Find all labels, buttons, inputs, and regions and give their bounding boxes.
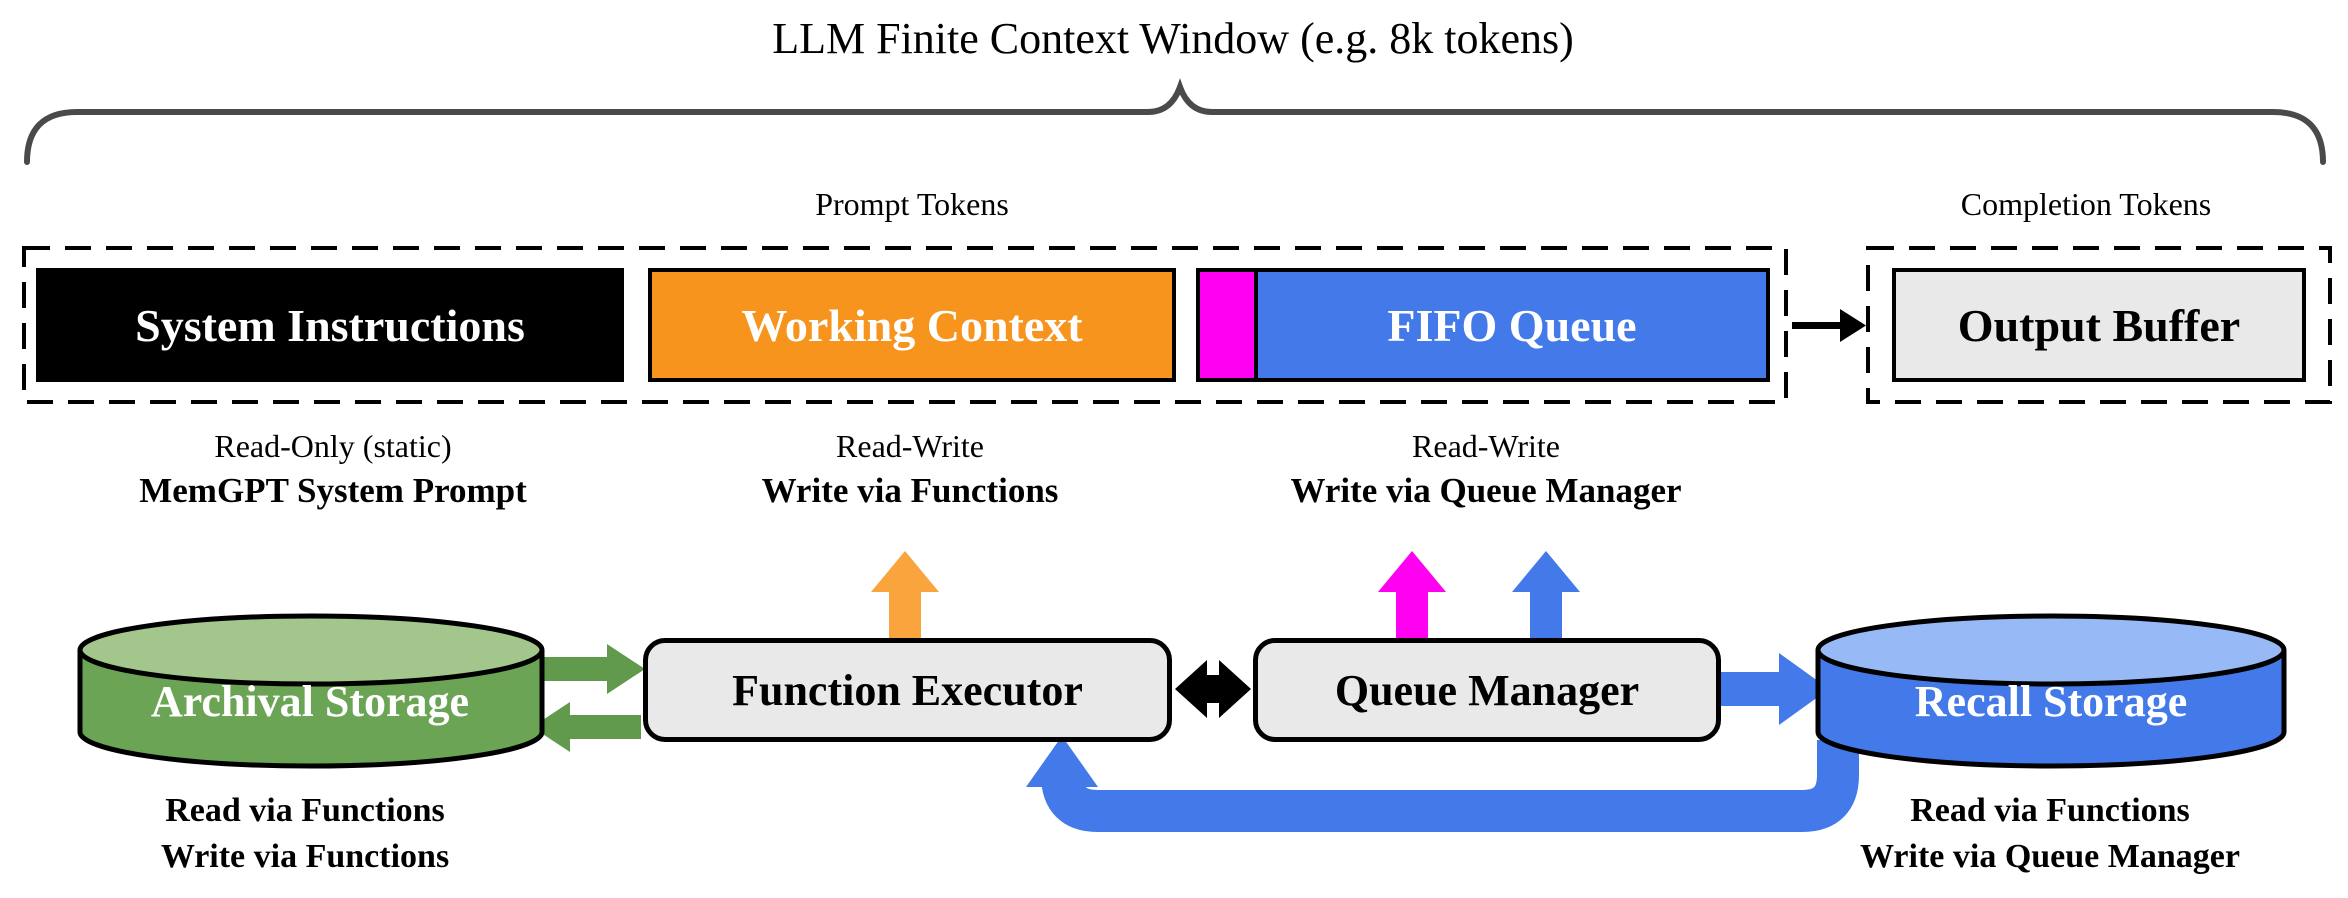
recall-to-executor-arrowhead bbox=[1026, 736, 1098, 787]
recall-annotation-line1: Read via Functions bbox=[1910, 792, 2190, 829]
working-annotation-line1: Read-Write bbox=[836, 428, 984, 464]
system-annotation-line2: MemGPT System Prompt bbox=[139, 471, 527, 510]
prompt-tokens-label: Prompt Tokens bbox=[815, 186, 1009, 222]
completion-tokens-dashed-box bbox=[1866, 246, 2332, 404]
function-executor-label: Function Executor bbox=[732, 665, 1083, 715]
queue-manager-box: Queue Manager bbox=[1253, 638, 1721, 742]
archival-storage-cylinder bbox=[77, 613, 545, 769]
working-annotation: Read-Write Write via Functions bbox=[660, 424, 1160, 514]
context-window-brace bbox=[24, 78, 2326, 165]
fifo-queue-unit: FIFO Queue bbox=[1196, 268, 1770, 382]
archival-annotation-line1: Read via Functions bbox=[165, 792, 445, 829]
output-buffer-label: Output Buffer bbox=[1957, 299, 2241, 351]
recall-storage-cylinder bbox=[1815, 613, 2287, 769]
system-instructions-label: System Instructions bbox=[135, 299, 525, 351]
working-context-box: Working Context bbox=[648, 268, 1176, 382]
fifo-queue-box: FIFO Queue bbox=[1258, 272, 1766, 378]
fifo-annotation: Read-Write Write via Queue Manager bbox=[1236, 424, 1736, 514]
orange-up-arrow bbox=[871, 551, 939, 641]
diagram-title: LLM Finite Context Window (e.g. 8k token… bbox=[772, 14, 1574, 63]
output-buffer-box: Output Buffer bbox=[1892, 268, 2306, 382]
fifo-queue-label: FIFO Queue bbox=[1387, 299, 1637, 351]
green-right-arrow bbox=[534, 644, 645, 694]
executor-queue-double-arrow bbox=[1175, 660, 1251, 718]
archival-storage-label: Archival Storage bbox=[150, 677, 470, 726]
magenta-up-arrow bbox=[1378, 551, 1446, 640]
blue-up-arrow bbox=[1512, 551, 1580, 640]
working-annotation-line2: Write via Functions bbox=[761, 471, 1059, 510]
system-annotation: Read-Only (static) MemGPT System Prompt bbox=[83, 424, 583, 514]
archival-annotation: Read via Functions Write via Functions bbox=[55, 788, 555, 880]
prompt-tokens-dashed-box bbox=[22, 246, 1788, 404]
recall-annotation: Read via Functions Write via Queue Manag… bbox=[1795, 788, 2305, 880]
archival-annotation-line2: Write via Functions bbox=[160, 838, 450, 875]
queue-to-recall-arrow bbox=[1721, 653, 1829, 725]
system-annotation-line1: Read-Only (static) bbox=[214, 428, 452, 464]
working-context-label: Working Context bbox=[741, 299, 1083, 351]
green-left-arrow bbox=[532, 702, 641, 752]
fifo-annotation-line1: Read-Write bbox=[1412, 428, 1560, 464]
system-instructions-box: System Instructions bbox=[36, 268, 624, 382]
recall-to-executor-pipe bbox=[1041, 740, 1859, 832]
queue-manager-label: Queue Manager bbox=[1334, 665, 1640, 715]
function-executor-box: Function Executor bbox=[643, 638, 1172, 742]
completion-tokens-label: Completion Tokens bbox=[1960, 186, 2212, 222]
fifo-to-output-arrow bbox=[1792, 309, 1866, 342]
recall-storage-label: Recall Storage bbox=[1914, 677, 2188, 726]
recall-annotation-line2: Write via Queue Manager bbox=[1860, 838, 2240, 875]
fifo-queue-magenta-segment bbox=[1200, 272, 1258, 378]
fifo-annotation-line2: Write via Queue Manager bbox=[1290, 471, 1682, 510]
